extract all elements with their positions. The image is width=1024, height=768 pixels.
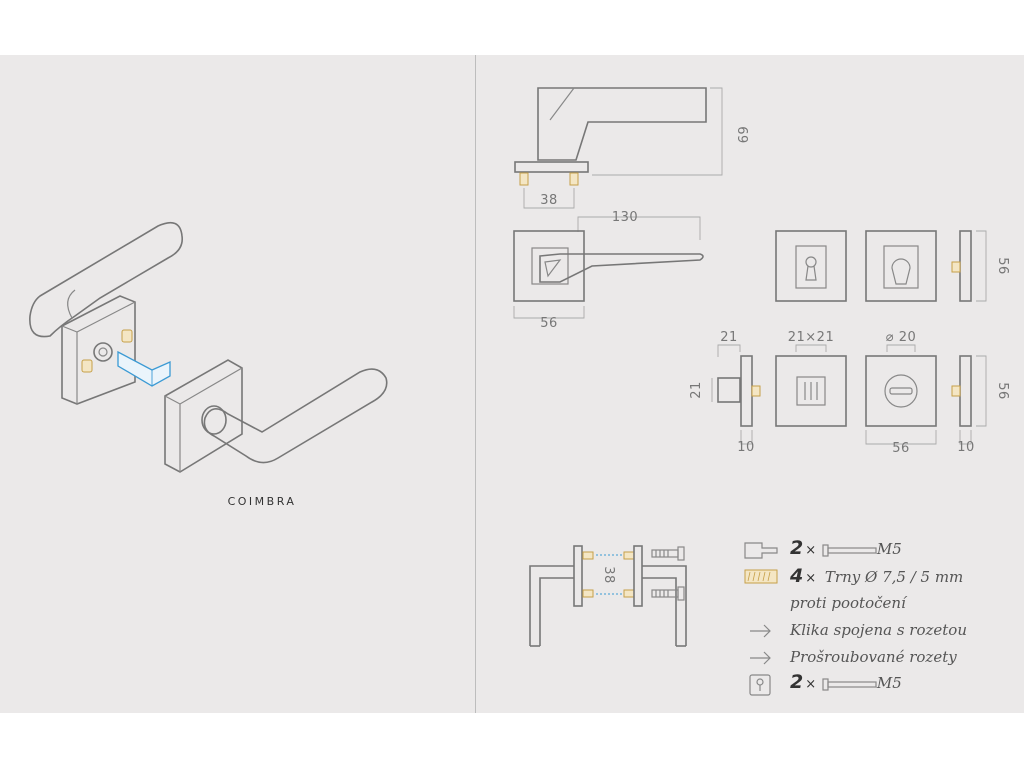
side-rose-top: 56 [951,230,1010,302]
pin-icon [751,385,761,397]
wc-rose: ⌀ 20 56 [865,330,937,456]
legend-row-handle-joined: Klika spojena s rozetou [790,621,967,639]
legend-row-pins: 4× Trny Ø 7,5 / 5 mm [790,565,963,587]
pin-icon [951,385,961,397]
thumbturn-side: 21 21 10 [689,330,761,455]
legend-text: M5 [876,540,902,558]
side-profile-view: 69 38 [514,87,749,209]
legend-row-screws-m5-escutcheon: 2× M5 [790,671,902,693]
dim-pin-spacing: 38 [540,193,558,208]
screw-icon [822,678,877,691]
pin-icon [623,589,635,598]
pin-icon [623,551,635,560]
pin-icon [81,359,93,373]
screw-icon [651,546,685,561]
thumbturn-front: 21×21 [775,330,847,427]
legend-times: × [805,571,817,586]
dim-thumbturn-height: 21 [689,381,704,399]
panel-divider [475,55,476,713]
pin-icon [582,589,594,598]
legend-qty: 2 [790,537,804,559]
back-lever [29,221,184,338]
side-rose-bottom: 56 10 [951,355,1010,455]
screw-icon [651,586,685,601]
cylinder-rose [865,230,937,302]
dim-wc-rose-height: 56 [995,382,1010,400]
spindle [117,350,171,387]
pin-icon [519,172,529,186]
product-name: COIMBRA [227,495,297,508]
keyhole-rose [775,230,847,302]
legend-qty: 4 [790,565,804,587]
front-lever [203,368,388,464]
dim-wc-rose-width: 56 [892,441,910,456]
dim-assembly-pin-spacing: 38 [601,566,616,584]
dim-wc-diameter: ⌀ 20 [886,330,917,345]
back-rose [61,295,136,405]
pin-icon [121,329,133,343]
legend-times: × [805,677,817,692]
pin-icon [744,569,778,584]
arrow-right-icon [750,651,771,665]
dim-rose-width: 56 [540,316,558,331]
dim-thumbturn-square: 21×21 [788,330,834,345]
cylinder-icon [891,258,911,285]
dim-thumbturn-width: 21 [720,330,738,345]
right-panel [476,55,1024,713]
front-rose [164,359,243,473]
arrow-right-icon [750,624,771,638]
legend-row-through-bolted: Prošroubované rozety [790,648,957,666]
legend-row-pins-line2: proti pootočení [790,594,906,612]
legend-times: × [805,543,817,558]
keyhole-icon [805,256,817,281]
dim-handle-length: 130 [612,210,638,225]
legend-text: M5 [876,674,902,692]
pin-icon [951,261,961,273]
dim-thumbturn-depth: 10 [737,440,755,455]
legend-row-screws-m5: 2× M5 [790,537,902,559]
left-panel [0,55,475,713]
dim-handle-height: 69 [734,126,749,144]
handle-icon [744,542,778,559]
pin-icon [582,551,594,560]
keyhole-icon [749,674,771,696]
top-view-handle: 130 56 [513,210,704,331]
dim-rose-height-right: 56 [995,257,1010,275]
isometric-handle-illustration [29,221,388,473]
assembly-section: 38 [529,545,687,647]
screw-icon [822,544,877,557]
pin-icon [569,172,579,186]
legend-qty: 2 [790,671,804,693]
dim-wc-depth: 10 [957,440,975,455]
legend-text: Trny Ø 7,5 / 5 mm [824,568,964,586]
